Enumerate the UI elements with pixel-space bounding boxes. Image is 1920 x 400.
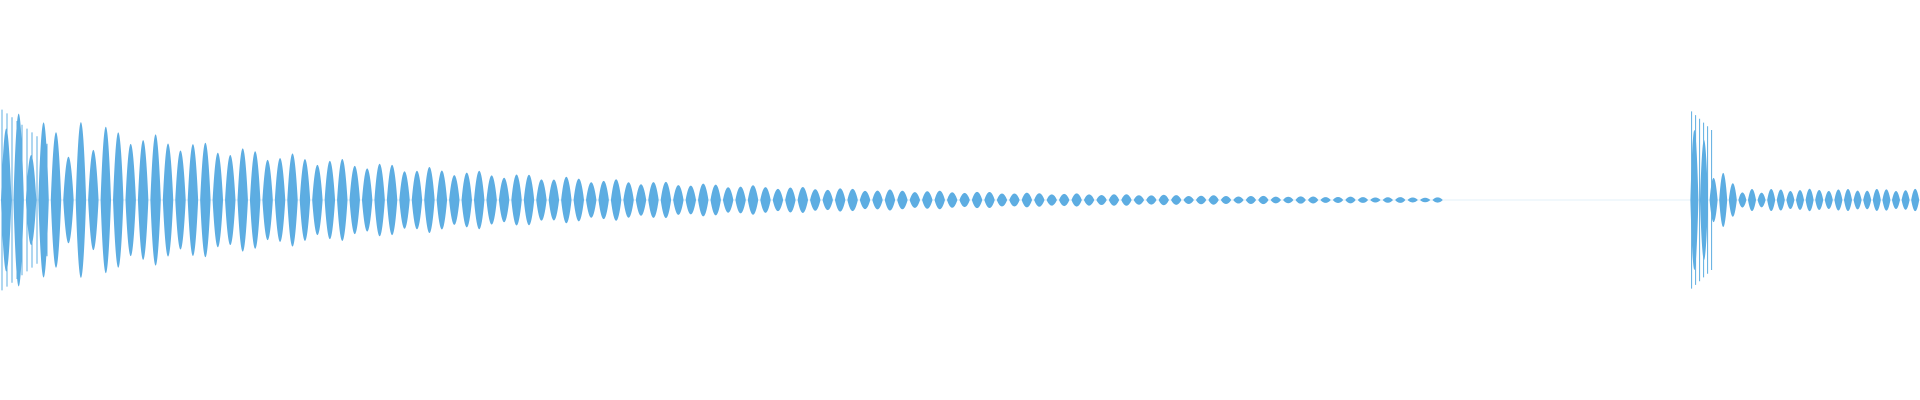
waveform-segment-1 [1, 113, 1443, 287]
waveform-segment-2 [1690, 130, 1920, 270]
waveform-trace [1, 109, 1920, 291]
